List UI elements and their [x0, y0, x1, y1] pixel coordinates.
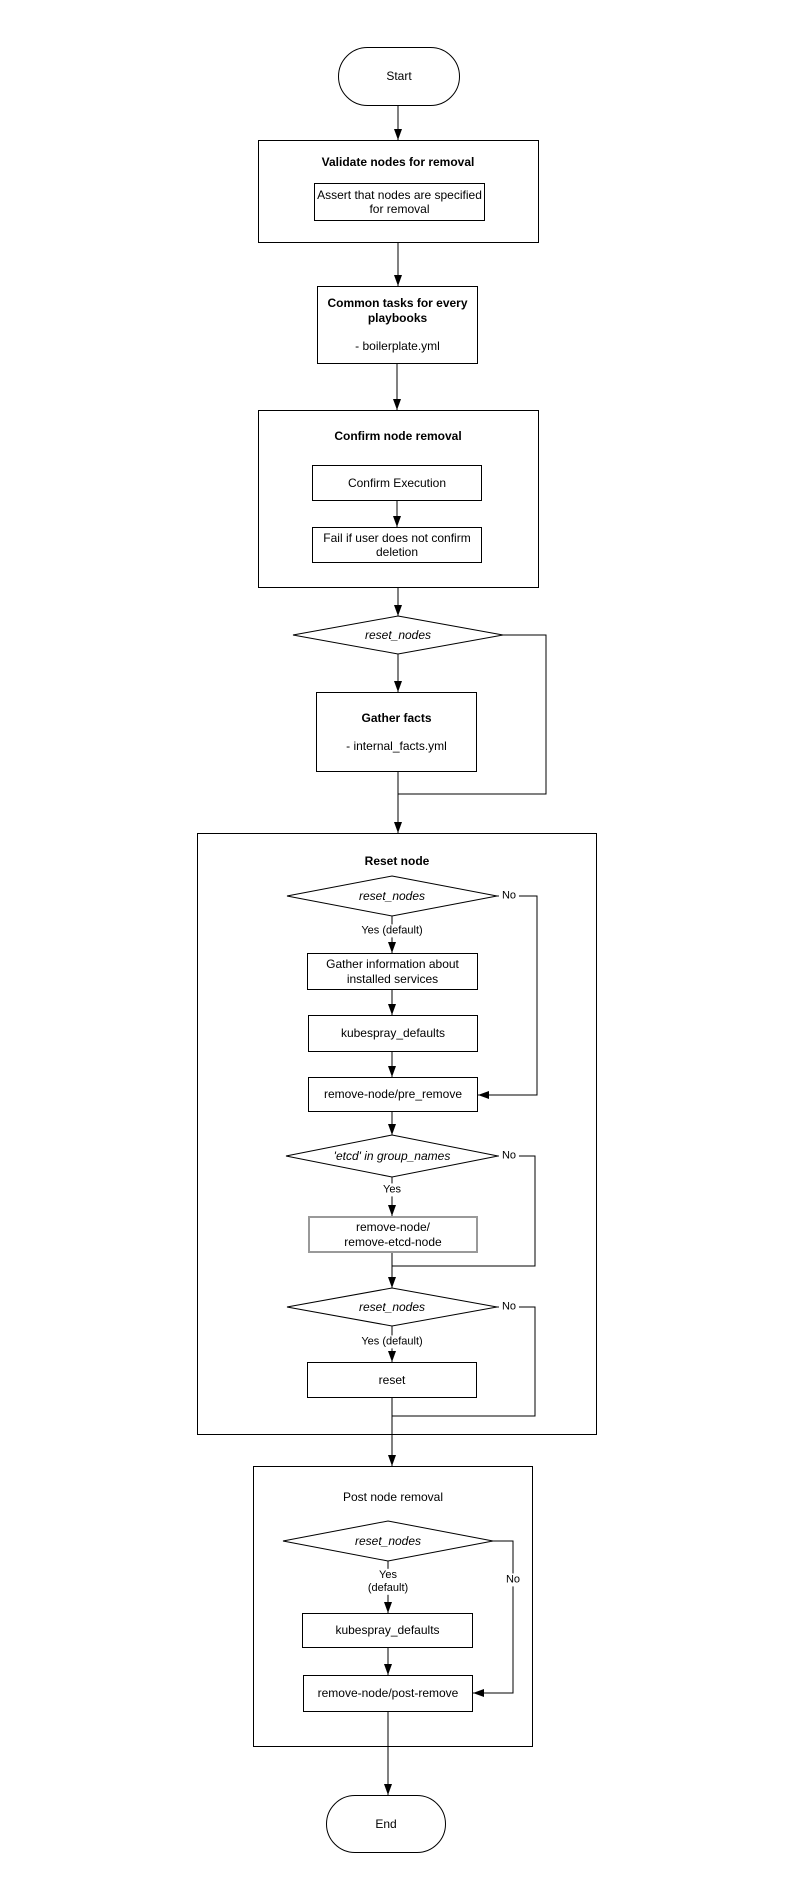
confirm-removal-title: Confirm node removal: [334, 428, 462, 443]
confirm-execution-task: Confirm Execution: [312, 465, 482, 501]
edge-decision-pre-bypass: [398, 634, 547, 795]
decision-etcd-label: 'etcd' in group_names: [333, 1148, 451, 1163]
reset-node-title: Reset node: [364, 853, 430, 868]
reset-node-group: [197, 833, 597, 1435]
gather-facts-title: Gather facts: [361, 710, 432, 725]
decision-reset-nodes-2-shape: [286, 1287, 498, 1327]
validate-nodes-group: [258, 140, 539, 243]
kubespray-defaults-task-2: kubespray_defaults: [302, 1613, 473, 1648]
reset-task: reset: [307, 1362, 477, 1398]
label-yes-default-3: Yes (default): [364, 1568, 412, 1596]
decision-reset-nodes-3-label: reset_nodes: [354, 1533, 422, 1548]
post-remove-task: remove-node/post-remove: [303, 1675, 473, 1712]
decision-reset-nodes-1-shape: [286, 875, 498, 917]
label-yes-1: Yes: [380, 1183, 404, 1197]
label-no-3: No: [498, 1300, 520, 1314]
label-yes-default-1: Yes (default): [358, 924, 426, 938]
label-no-2: No: [498, 1149, 520, 1163]
decision-reset-nodes-2-label: reset_nodes: [358, 1299, 426, 1314]
post-node-removal-title: Post node removal: [342, 1489, 444, 1504]
gather-installed-services-task: Gather information about installed servi…: [307, 953, 478, 990]
remove-etcd-node-task: remove-node/ remove-etcd-node: [308, 1216, 478, 1253]
confirm-removal-group: [258, 410, 539, 588]
fail-not-confirm-task: Fail if user does not confirm deletion: [312, 527, 482, 563]
post-node-removal-group: [253, 1466, 533, 1747]
decision-reset-nodes-pre-shape: [292, 615, 504, 655]
common-tasks-title: Common tasks for every playbooks: [327, 296, 468, 325]
label-no-4: No: [502, 1573, 524, 1587]
label-yes-default-2: Yes (default): [358, 1335, 426, 1349]
gather-facts-item: - internal_facts.yml: [346, 739, 447, 753]
label-no-1: No: [498, 889, 520, 903]
start-node: Start: [338, 47, 460, 106]
decision-etcd-shape: [285, 1134, 499, 1178]
edge-decision3-no: [473, 1540, 514, 1697]
pre-remove-task: remove-node/pre_remove: [308, 1077, 478, 1112]
decision-reset-nodes-3-shape: [282, 1520, 494, 1562]
validate-nodes-title: Validate nodes for removal: [321, 154, 475, 169]
common-tasks-item: - boilerplate.yml: [355, 339, 440, 354]
decision-reset-nodes-1-label: reset_nodes: [358, 888, 426, 903]
decision-reset-nodes-pre-label: reset_nodes: [364, 627, 432, 642]
common-tasks-node: Common tasks for every playbooks - boile…: [317, 286, 478, 364]
end-node: End: [326, 1795, 446, 1853]
assert-nodes-task: Assert that nodes are specified for remo…: [314, 183, 485, 221]
gather-facts-node: Gather facts - internal_facts.yml: [316, 692, 477, 772]
kubespray-defaults-task-1: kubespray_defaults: [308, 1015, 478, 1052]
